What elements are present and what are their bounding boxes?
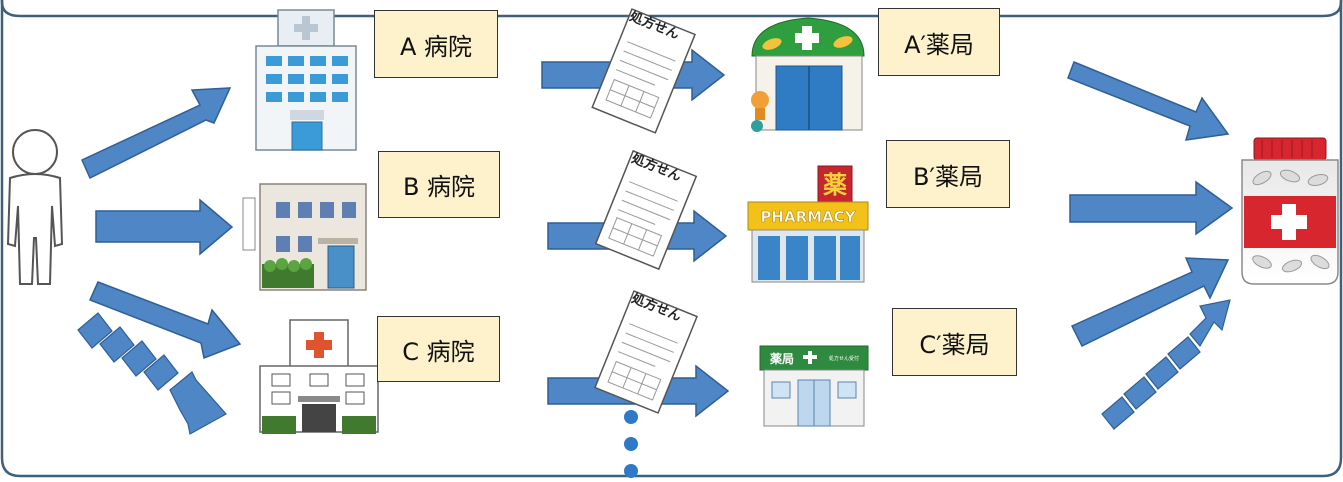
pharmacy-c-sign: 薬局 [770,351,794,366]
arrow-pharmacy-b-to-medicine [1069,180,1234,236]
pharmacy-c-icon: 薬局 処方せん受付 [759,345,869,427]
pharmacy-b-icon: 薬 PHARMACY [747,165,869,283]
pharmacy-b-kanji: 薬 [823,171,847,199]
pharmacy-b-label: B′薬局 [886,140,1010,208]
pharmacy-c-sign-sub: 処方せん受付 [829,355,859,362]
hospital-c-icon [259,319,379,434]
hospital-a-label: A 病院 [374,10,498,78]
arrow-pharmacy-a-to-medicine [1067,61,1230,141]
medicine-bottle-icon [1241,137,1339,285]
pharmacy-c-label: C′薬局 [892,308,1017,376]
prescription-a-icon [591,8,696,134]
hospital-c-label: C 病院 [377,316,500,382]
patient-icon [6,129,64,285]
continuation-dots [624,410,638,478]
arrow-patient-to-b [95,198,234,256]
arrow-patient-to-a [81,87,232,180]
hospital-a-icon [255,9,357,151]
arrow-pharmacy-c-to-medicine [1070,257,1230,348]
pharmacy-b-sign: PHARMACY [760,208,856,226]
arrow-patient-to-c [88,281,242,360]
pharmacy-a-label: A′薬局 [878,8,1000,76]
pharmacy-a-icon [751,17,865,132]
top-banner-edge [0,0,1343,18]
hospital-b-icon [242,183,367,291]
dashed-arrow-patient-to-more [77,312,227,435]
prescription-c-icon [594,290,698,414]
prescription-b-icon [594,149,698,271]
dashed-arrow-more-to-medicine [1101,299,1231,430]
hospital-b-label: B 病院 [378,151,500,218]
